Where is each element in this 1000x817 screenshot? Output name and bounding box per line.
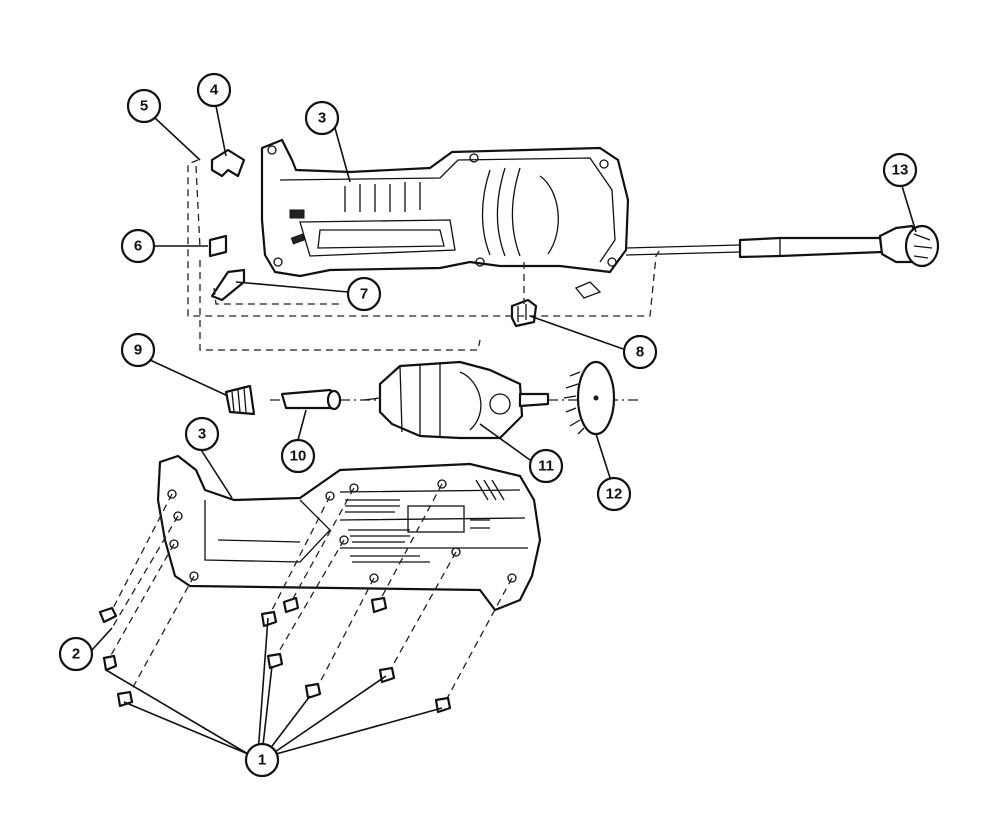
callout-label: 5: [140, 98, 148, 115]
callout-10: 10: [280, 438, 316, 474]
callout-4: 4: [196, 72, 232, 108]
assembly-lines: [187, 159, 661, 401]
power-cord: [625, 224, 940, 268]
callout-label: 11: [538, 458, 554, 475]
callout-13: 13: [882, 152, 918, 188]
callout-11: 11: [528, 448, 564, 484]
callout-2: 2: [58, 636, 94, 672]
callout-label: 1: [258, 752, 266, 769]
callout-label: 2: [72, 646, 80, 663]
callout-label: 13: [892, 162, 909, 179]
callout-9: 9: [120, 332, 156, 368]
leader-lines: [91, 105, 917, 755]
callout-label: 4: [210, 82, 219, 99]
spring: [224, 384, 256, 416]
callout-label: 3: [198, 426, 206, 443]
lower-housing-half: [156, 454, 542, 612]
callout-label: 6: [134, 238, 142, 255]
callout-label: 3: [318, 110, 326, 127]
callout-label: 10: [290, 448, 307, 465]
fan: [563, 360, 616, 436]
callout-6: 6: [120, 228, 156, 264]
callout-3-upper: 3: [304, 100, 340, 136]
callout-8: 8: [622, 334, 658, 370]
callout-label: 8: [636, 344, 644, 361]
callout-5: 5: [126, 88, 162, 124]
callout-label: 7: [360, 286, 368, 303]
upper-housing-half: [260, 138, 630, 299]
brush-holder: [280, 388, 342, 411]
callout-3-lower: 3: [184, 416, 220, 452]
screws: [98, 483, 513, 714]
callout-12: 12: [596, 476, 632, 512]
callout-label: 9: [134, 342, 142, 359]
callout-1: 1: [244, 742, 280, 778]
callout-label: 12: [606, 486, 623, 503]
callout-7: 7: [346, 276, 382, 312]
motor-assembly: [363, 360, 550, 440]
